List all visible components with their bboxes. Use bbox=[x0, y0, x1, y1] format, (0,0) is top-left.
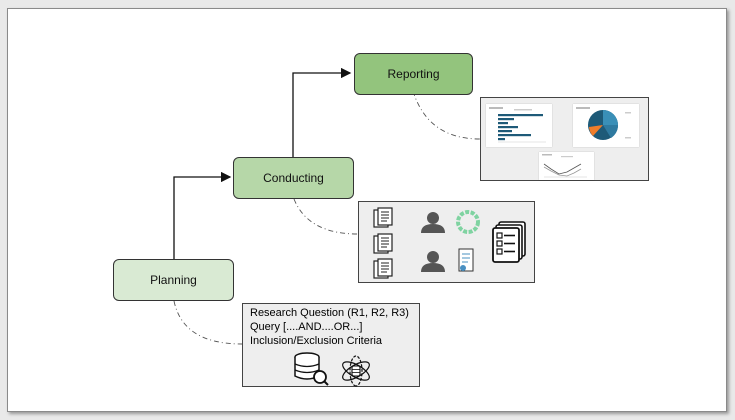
planning-line-criteria: Inclusion/Exclusion Criteria bbox=[250, 335, 383, 347]
line-chart-thumbnail bbox=[539, 152, 594, 180]
reporting-panel bbox=[480, 97, 649, 181]
dashed-link-conducting bbox=[293, 198, 359, 235]
stage-planning: Planning bbox=[113, 259, 234, 301]
conducting-panel bbox=[358, 201, 535, 283]
dashed-link-reporting bbox=[412, 90, 481, 140]
progress-ring-icon bbox=[456, 210, 480, 234]
arrow-planning-to-conducting bbox=[173, 171, 232, 259]
documents-icon bbox=[373, 207, 393, 279]
diagram-canvas: Planning Conducting Reporting bbox=[7, 8, 727, 412]
planning-panel: Research Question (R1, R2, R3) Query [..… bbox=[242, 303, 420, 387]
connector-layer bbox=[173, 67, 481, 345]
planning-line-research-question: Research Question (R1, R2, R3) bbox=[250, 307, 409, 319]
stage-reporting: Reporting bbox=[354, 53, 473, 95]
arrow-conducting-to-reporting bbox=[292, 67, 352, 157]
pie-chart-thumbnail bbox=[573, 104, 639, 147]
stage-conducting-label: Conducting bbox=[263, 171, 324, 185]
database-search-icon bbox=[294, 352, 329, 386]
atom-database-icon bbox=[342, 355, 370, 387]
planning-line-query: Query [....AND....OR...] bbox=[250, 321, 363, 333]
bar-chart-thumbnail bbox=[486, 104, 552, 147]
dashed-link-planning bbox=[173, 300, 243, 345]
checklist-stack-icon bbox=[492, 221, 526, 263]
stage-reporting-label: Reporting bbox=[387, 67, 440, 81]
certificate-scroll-icon bbox=[458, 248, 474, 272]
stage-planning-label: Planning bbox=[150, 273, 197, 287]
person-icon bbox=[421, 212, 445, 272]
stage-conducting: Conducting bbox=[233, 157, 354, 199]
